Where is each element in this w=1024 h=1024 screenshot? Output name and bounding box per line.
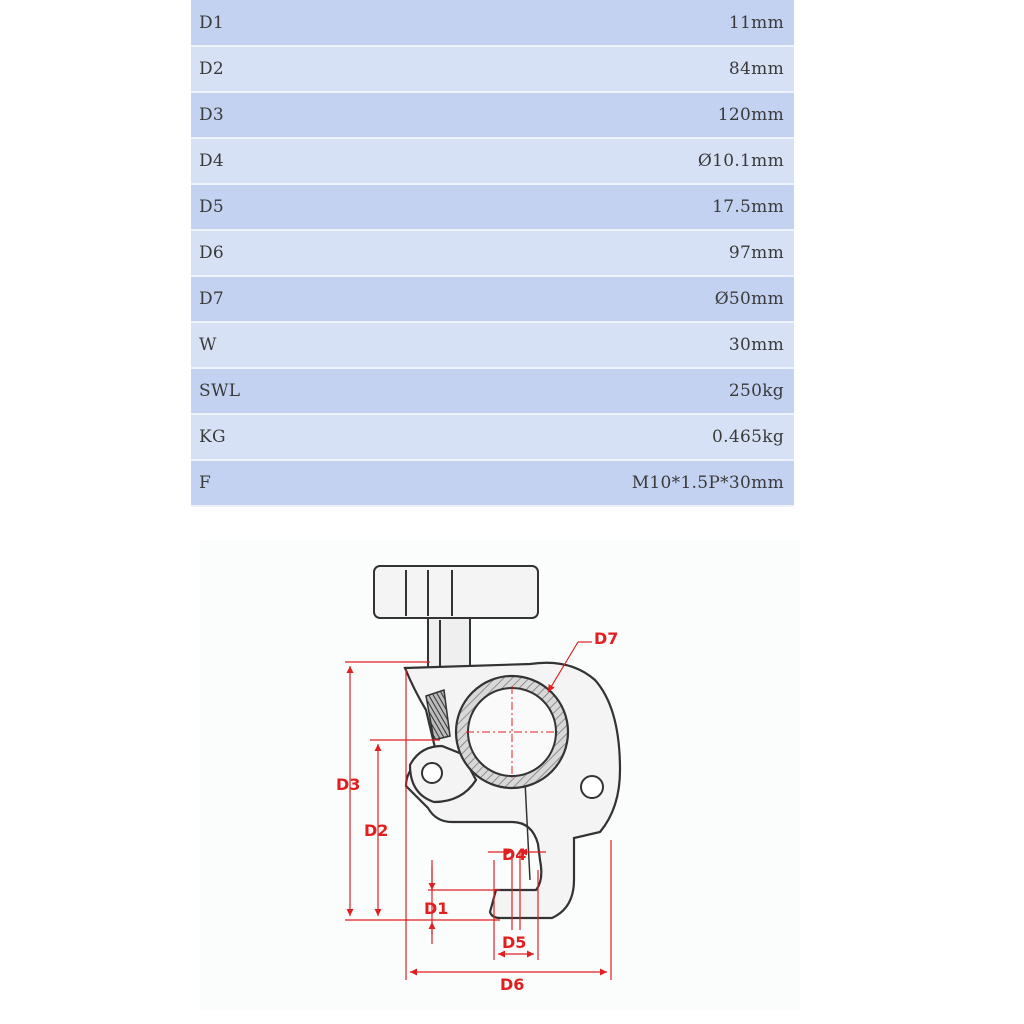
label-d3: D3 <box>336 775 360 794</box>
spec-value: 17.5mm <box>346 184 794 231</box>
spec-label: D3 <box>191 92 347 139</box>
wing-knob <box>373 565 539 669</box>
label-d6: D6 <box>500 975 524 994</box>
spec-value: 84mm <box>346 46 794 93</box>
spec-value: Ø10.1mm <box>346 138 794 185</box>
spec-value: 250kg <box>346 368 794 415</box>
spec-label: D5 <box>191 184 347 231</box>
spec-value: 120mm <box>346 92 794 139</box>
body-pin <box>580 775 604 799</box>
label-d4: D4 <box>502 845 526 864</box>
spec-value: 30mm <box>346 322 794 369</box>
clamp-drawing: D3 D2 D1 D4 D5 D6 D7 <box>200 540 800 1010</box>
spec-value: 97mm <box>346 230 794 277</box>
spec-label: D6 <box>191 230 347 277</box>
spec-value: M10*1.5P*30mm <box>346 460 794 507</box>
spec-label: KG <box>191 414 347 461</box>
label-d7: D7 <box>594 629 618 648</box>
dimension-lines <box>345 641 612 980</box>
spec-label: D1 <box>191 0 347 47</box>
spec-value: 0.465kg <box>346 414 794 461</box>
spec-label: W <box>191 322 347 369</box>
screw-thread <box>425 689 451 741</box>
pivot-pin <box>421 762 443 784</box>
spec-label: D4 <box>191 138 347 185</box>
spec-label: D2 <box>191 46 347 93</box>
spec-label: F <box>191 460 347 507</box>
label-d1: D1 <box>424 899 448 918</box>
label-d2: D2 <box>364 821 388 840</box>
spec-value: 11mm <box>346 0 794 47</box>
spec-value: Ø50mm <box>346 276 794 323</box>
spec-label: D7 <box>191 276 347 323</box>
clamp-diagram-svg: D3 D2 D1 D4 D5 D6 D7 <box>336 565 622 994</box>
label-d5: D5 <box>502 933 526 952</box>
spec-label: SWL <box>191 368 347 415</box>
